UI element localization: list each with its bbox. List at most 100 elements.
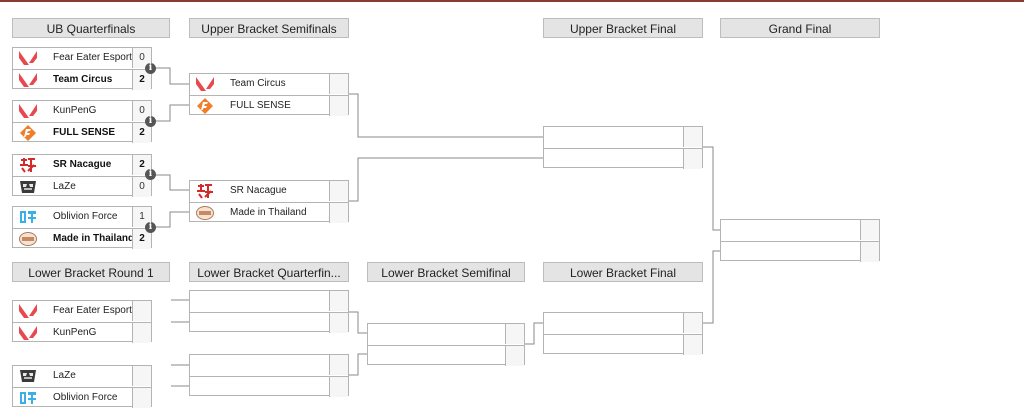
team-name: Oblivion Force (53, 392, 118, 403)
team-score (683, 127, 702, 147)
match-lbr1a[interactable]: Fear Eater Esports KunPenG (12, 300, 152, 343)
match-grand-final[interactable] (720, 219, 880, 262)
match-slot-empty[interactable] (544, 313, 702, 333)
valorant-icon (19, 303, 37, 319)
match-slot[interactable]: SR Nacague (190, 181, 348, 201)
match-info-icon[interactable]: i (145, 63, 156, 74)
match-ubqf3[interactable]: SR Nacague 2 LaZe 0 (12, 154, 152, 197)
team-score (132, 388, 151, 408)
team-score (329, 74, 348, 94)
match-slot-empty[interactable] (544, 127, 702, 147)
header-grand-final: Grand Final (720, 18, 880, 38)
match-slot[interactable]: FULL SENSE 2 (13, 122, 151, 143)
team-score (132, 301, 151, 321)
team-score (132, 366, 151, 386)
laze-icon (19, 368, 37, 384)
team-name: LaZe (53, 370, 76, 381)
team-name: Made in Thailand (53, 233, 135, 244)
team-score (505, 324, 524, 344)
match-slot[interactable]: Made in Thailand 2 (13, 228, 151, 249)
sr-nacague-icon (19, 157, 37, 173)
match-ubsf1[interactable]: Team Circus FULL SENSE (189, 73, 349, 116)
oblivion-force-icon (19, 209, 37, 225)
header-lb-final: Lower Bracket Final (543, 262, 703, 282)
match-lb-semifinal[interactable] (367, 323, 525, 366)
match-lbqf1[interactable] (189, 290, 349, 333)
match-slot[interactable]: KunPenG 0 (13, 101, 151, 121)
header-lb-quarterfinals: Lower Bracket Quarterfin... (189, 262, 349, 282)
header-lb-semifinal: Lower Bracket Semifinal (367, 262, 525, 282)
team-name: SR Nacague (53, 159, 112, 170)
match-slot-empty[interactable] (368, 345, 524, 366)
team-score: 2 (132, 70, 151, 90)
match-slot[interactable]: Oblivion Force 1 (13, 207, 151, 227)
match-slot[interactable]: FULL SENSE (190, 95, 348, 116)
header-ub-final: Upper Bracket Final (543, 18, 703, 38)
top-accent-bar (0, 0, 1024, 2)
team-score (683, 313, 702, 333)
team-name: SR Nacague (230, 185, 287, 196)
valorant-icon (196, 76, 214, 92)
match-slot[interactable]: Oblivion Force (13, 387, 151, 408)
match-ub-final[interactable] (543, 126, 703, 169)
match-lbr1b[interactable]: LaZe Oblivion Force (12, 365, 152, 408)
match-slot-empty[interactable] (721, 241, 879, 262)
match-slot-empty[interactable] (544, 148, 702, 169)
header-ub-quarterfinals: UB Quarterfinals (12, 18, 170, 38)
team-score (329, 377, 348, 397)
team-score: 0 (132, 177, 151, 197)
full-sense-icon (196, 98, 214, 114)
team-score: 0 (132, 48, 151, 68)
match-slot-empty[interactable] (544, 334, 702, 355)
team-name: Made in Thailand (230, 207, 307, 218)
full-sense-icon (19, 125, 37, 141)
match-info-icon[interactable]: i (145, 169, 156, 180)
team-score: 1 (132, 207, 151, 227)
team-score (860, 242, 879, 262)
team-name: Team Circus (53, 74, 113, 85)
match-ubsf2[interactable]: SR Nacague Made in Thailand (189, 180, 349, 223)
match-lb-final[interactable] (543, 312, 703, 355)
team-score (329, 291, 348, 311)
match-slot-empty[interactable] (190, 291, 348, 311)
match-slot[interactable]: Fear Eater Esports 0 (13, 48, 151, 68)
match-ubqf1[interactable]: Fear Eater Esports 0 Team Circus 2 (12, 47, 152, 90)
team-score: 2 (132, 123, 151, 143)
match-slot[interactable]: LaZe 0 (13, 176, 151, 197)
match-slot[interactable]: Team Circus (190, 74, 348, 94)
match-slot[interactable]: Fear Eater Esports (13, 301, 151, 321)
team-score (329, 313, 348, 333)
made-in-thailand-icon (196, 205, 214, 221)
match-slot[interactable]: LaZe (13, 366, 151, 386)
laze-icon (19, 179, 37, 195)
valorant-icon (19, 72, 37, 88)
match-slot-empty[interactable] (721, 220, 879, 240)
match-slot[interactable]: Team Circus 2 (13, 69, 151, 90)
team-score (329, 96, 348, 116)
match-ubqf4[interactable]: Oblivion Force 1 Made in Thailand 2 (12, 206, 152, 249)
team-name: KunPenG (53, 327, 97, 338)
match-slot-empty[interactable] (190, 312, 348, 333)
team-score (505, 346, 524, 366)
team-name: Team Circus (230, 78, 286, 89)
team-score (329, 181, 348, 201)
team-name: FULL SENSE (53, 127, 116, 138)
match-slot[interactable]: SR Nacague 2 (13, 155, 151, 175)
team-score (860, 220, 879, 240)
match-slot[interactable]: KunPenG (13, 322, 151, 343)
valorant-icon (19, 325, 37, 341)
match-slot[interactable]: Made in Thailand (190, 202, 348, 223)
match-info-icon[interactable]: i (145, 116, 156, 127)
match-slot-empty[interactable] (190, 376, 348, 397)
sr-nacague-icon (196, 183, 214, 199)
match-slot-empty[interactable] (190, 355, 348, 375)
team-name: Fear Eater Esports (53, 52, 137, 63)
match-lbqf2[interactable] (189, 354, 349, 397)
made-in-thailand-icon (19, 231, 37, 247)
match-info-icon[interactable]: i (145, 222, 156, 233)
match-slot-empty[interactable] (368, 324, 524, 344)
match-ubqf2[interactable]: KunPenG 0 FULL SENSE 2 (12, 100, 152, 143)
valorant-icon (19, 103, 37, 119)
team-score (683, 335, 702, 355)
oblivion-force-icon (19, 390, 37, 406)
